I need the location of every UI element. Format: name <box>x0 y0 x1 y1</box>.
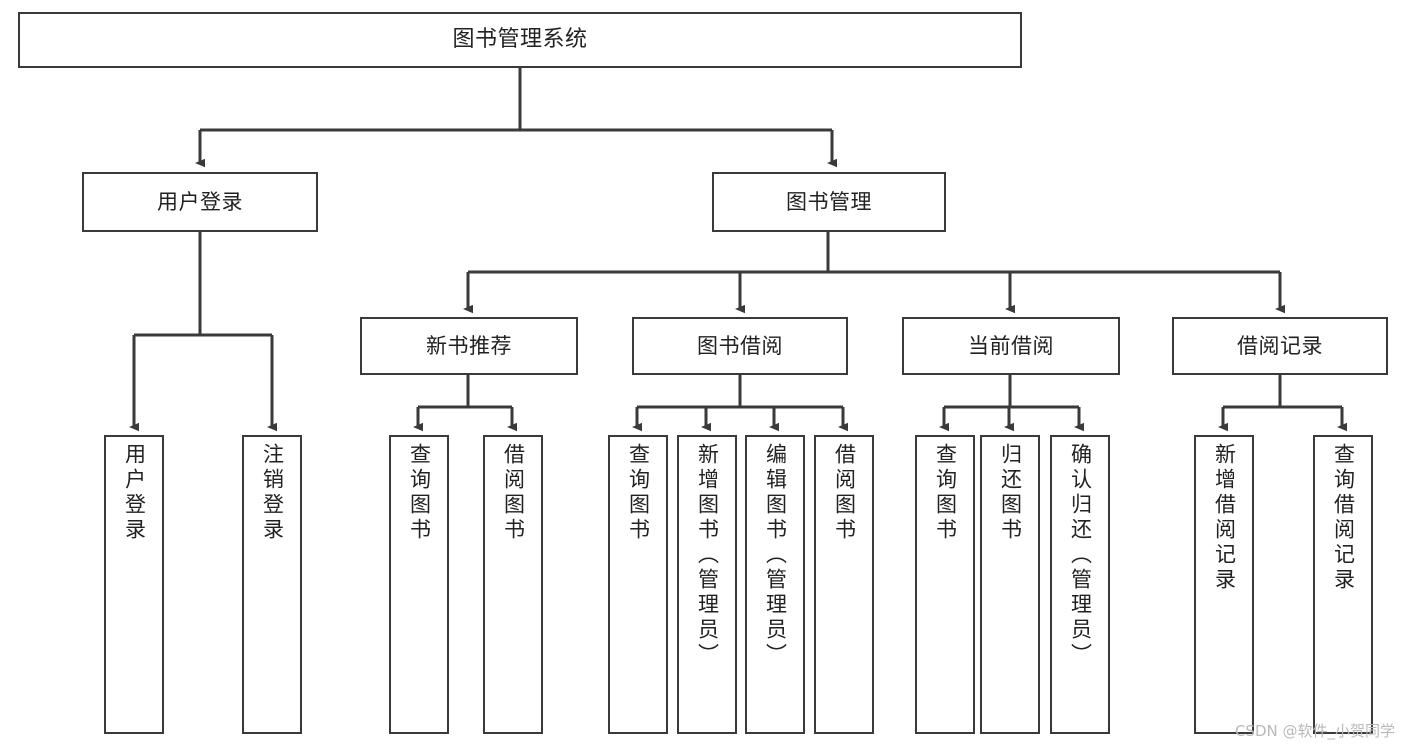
leaf-return-book[interactable]: 归还图书 <box>980 435 1040 734</box>
csdn-watermark: CSDN @软件_小贺同学 <box>1234 722 1395 740</box>
node-label: 图书管理系统 <box>452 27 588 53</box>
leaf-logout-login[interactable]: 注销登录 <box>242 435 302 734</box>
node-user-login[interactable]: 用户登录 <box>82 172 318 232</box>
node-new-book-recommend[interactable]: 新书推荐 <box>360 317 578 375</box>
leaf-user-login[interactable]: 用户登录 <box>104 435 164 734</box>
leaf-query-book-current[interactable]: 查询图书 <box>915 435 975 734</box>
node-label: 注销登录 <box>260 443 285 543</box>
node-label: 查询图书 <box>933 443 958 543</box>
node-label: 借阅图书 <box>501 443 526 543</box>
node-borrow-record[interactable]: 借阅记录 <box>1172 317 1388 375</box>
node-label: 查询图书 <box>407 443 432 543</box>
leaf-query-book-borrow[interactable]: 查询图书 <box>608 435 668 734</box>
leaf-borrow-book-recommend[interactable]: 借阅图书 <box>483 435 543 734</box>
node-label: 借阅记录 <box>1237 333 1323 358</box>
node-label: 确认归还（管理员） <box>1068 443 1093 668</box>
node-label: 图书借阅 <box>697 333 783 358</box>
node-book-management[interactable]: 图书管理 <box>712 172 946 232</box>
leaf-query-book-recommend[interactable]: 查询图书 <box>389 435 449 734</box>
leaf-edit-book-admin[interactable]: 编辑图书（管理员） <box>745 435 805 734</box>
node-label: 新增借阅记录 <box>1212 443 1237 593</box>
node-label: 当前借阅 <box>968 333 1054 358</box>
leaf-confirm-return-admin[interactable]: 确认归还（管理员） <box>1050 435 1110 734</box>
node-label: 归还图书 <box>998 443 1023 543</box>
node-current-borrow[interactable]: 当前借阅 <box>902 317 1120 375</box>
leaf-query-borrow-record[interactable]: 查询借阅记录 <box>1313 435 1373 734</box>
leaf-borrow-book[interactable]: 借阅图书 <box>814 435 874 734</box>
node-book-borrow[interactable]: 图书借阅 <box>632 317 848 375</box>
node-label: 查询图书 <box>626 443 651 543</box>
leaf-add-book-admin[interactable]: 新增图书（管理员） <box>677 435 737 734</box>
node-label: 用户登录 <box>122 443 147 543</box>
node-label: 图书管理 <box>786 189 872 214</box>
node-root-system[interactable]: 图书管理系统 <box>18 12 1022 68</box>
node-label: 编辑图书（管理员） <box>763 443 788 668</box>
node-label: 借阅图书 <box>832 443 857 543</box>
node-label: 新书推荐 <box>426 333 512 358</box>
node-label: 用户登录 <box>157 189 243 214</box>
node-label: 查询借阅记录 <box>1331 443 1356 593</box>
node-label: 新增图书（管理员） <box>695 443 720 668</box>
leaf-add-borrow-record[interactable]: 新增借阅记录 <box>1194 435 1254 734</box>
